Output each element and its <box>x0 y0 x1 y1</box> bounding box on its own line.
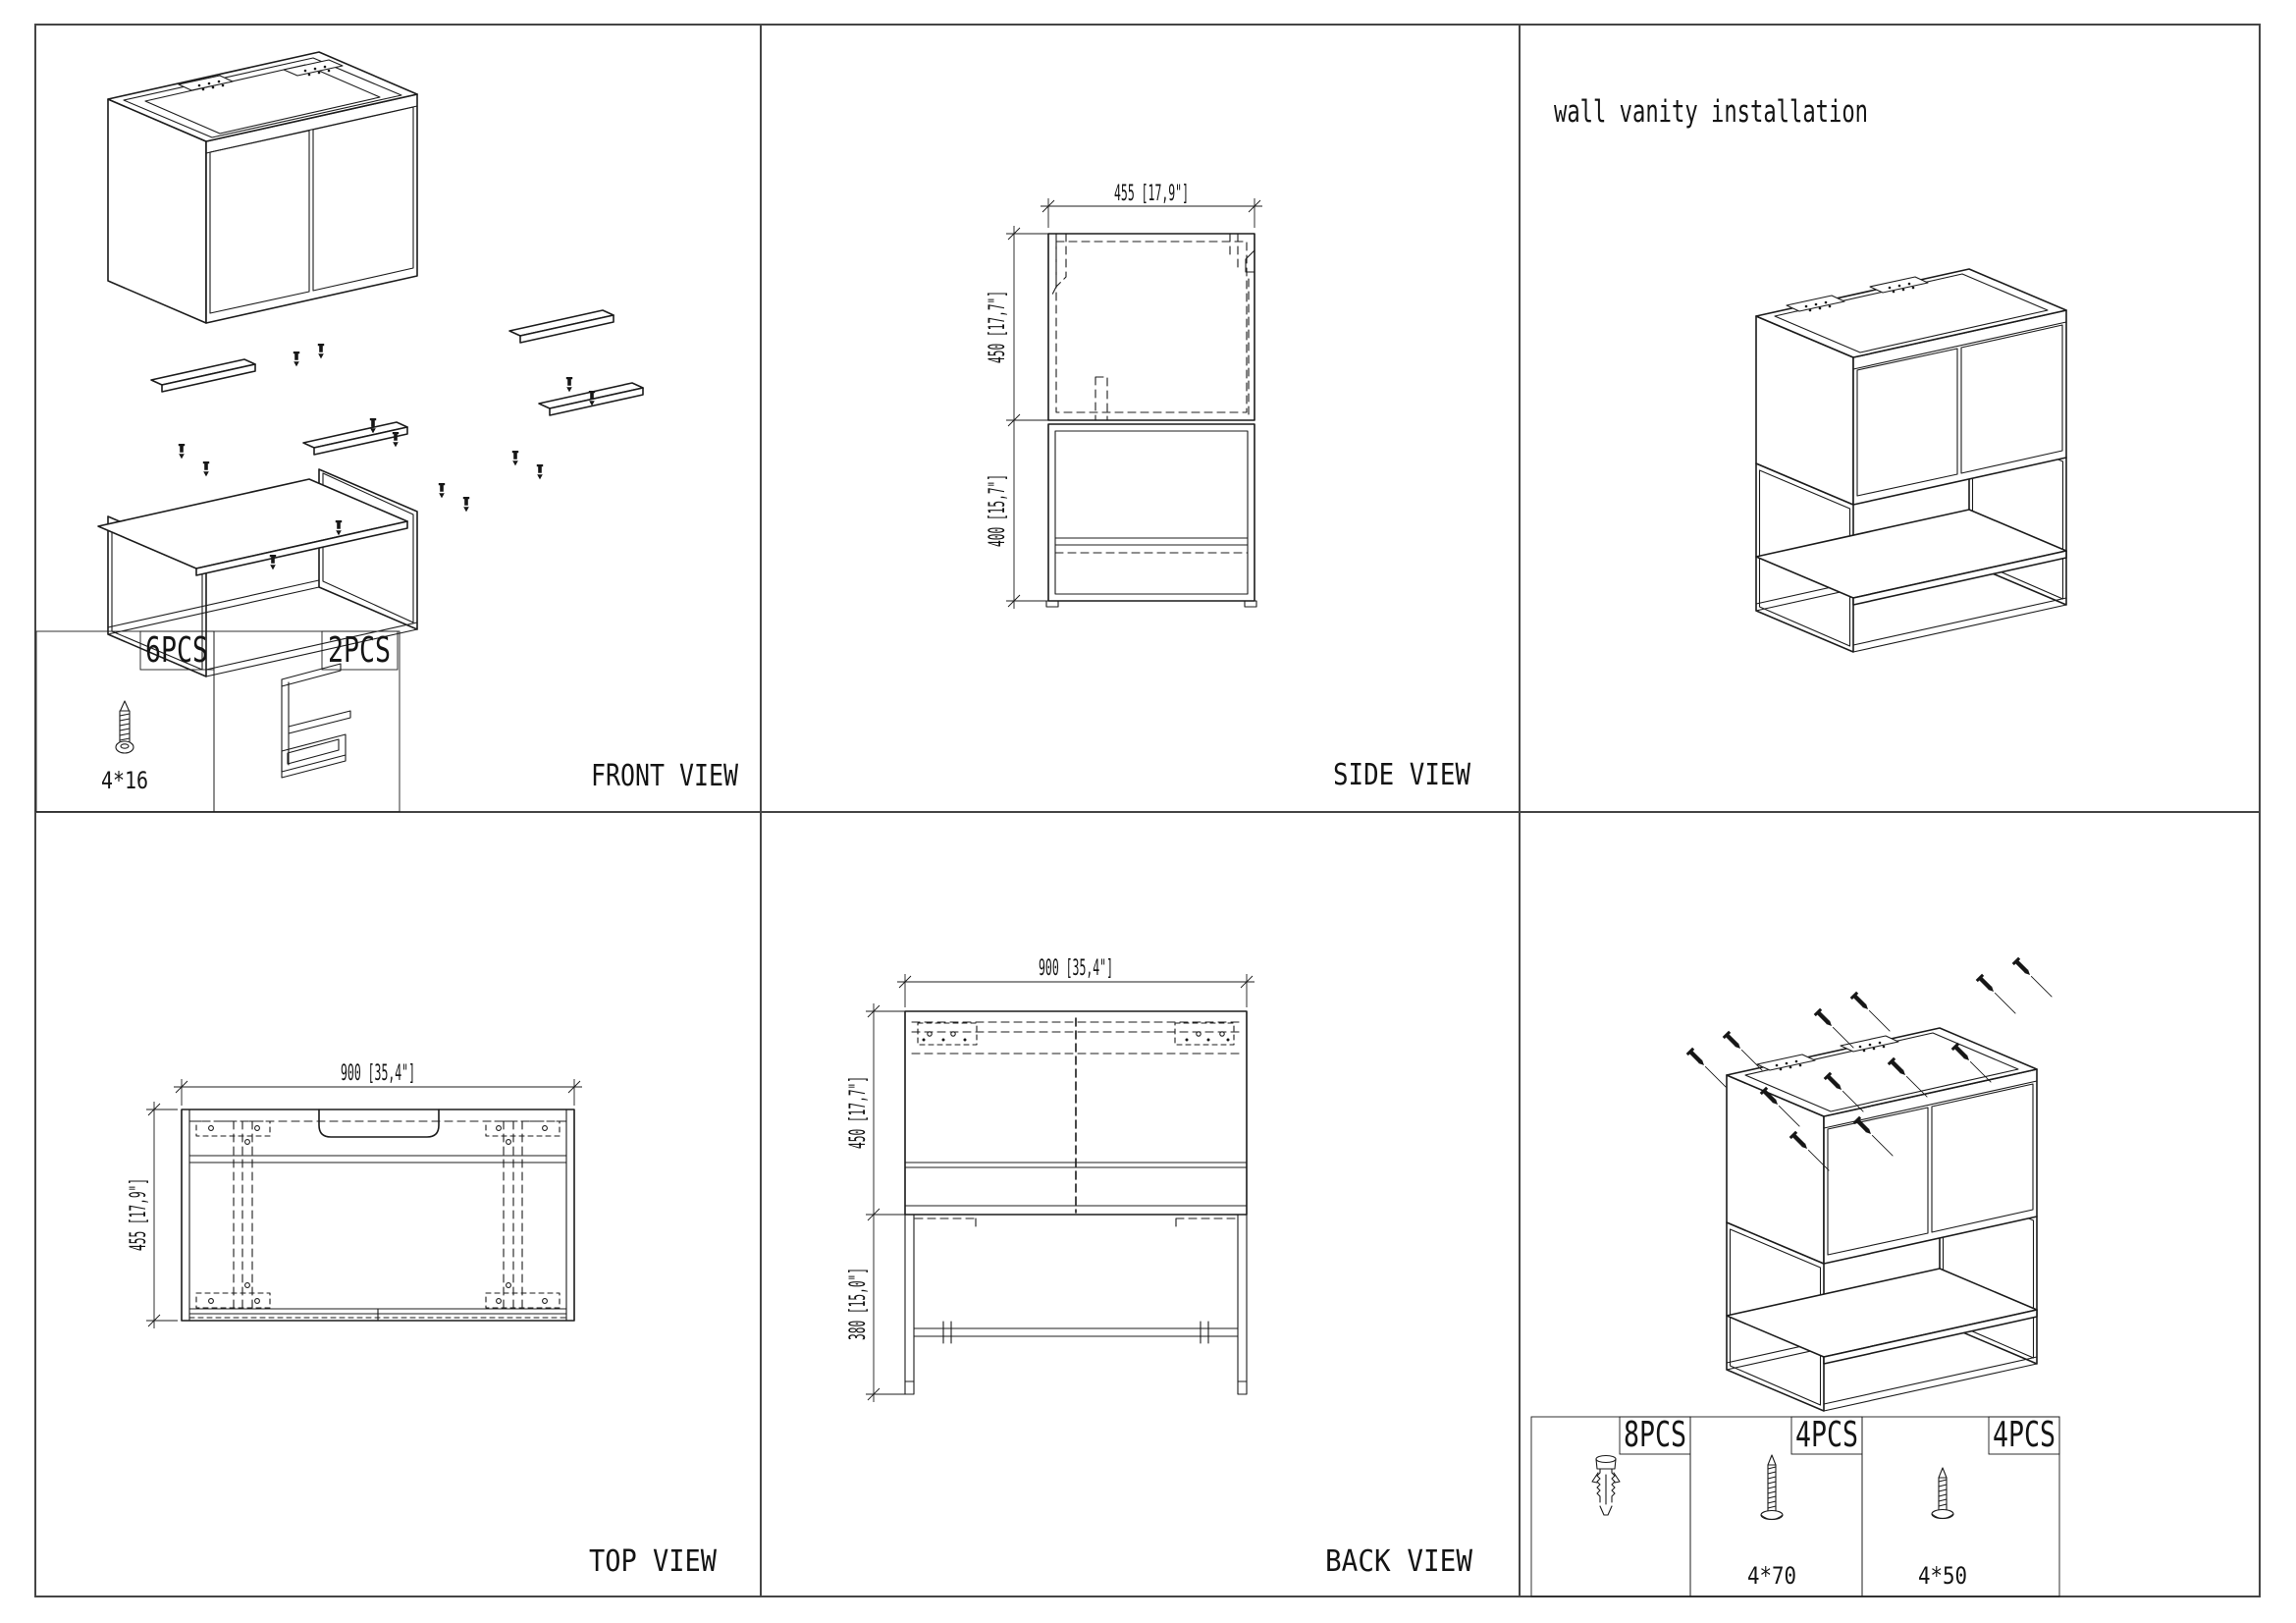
back-view-dimensions: 900 [35,4"] 450 [17,7"] 380 [15,0"] <box>846 956 1255 1402</box>
exploded-vanity-drawing <box>97 51 644 677</box>
installation-title: wall vanity installation <box>1554 94 1868 130</box>
front-hardware-size-1: 4*16 <box>101 767 148 794</box>
side-view-panel: 455 [17,9"] 450 [17,7"] 400 [15,7"] SIDE… <box>986 182 1471 792</box>
front-view-panel: 6PCS 4*16 2PCS FRONT VIEW <box>35 51 739 812</box>
top-view-label: TOP VIEW <box>589 1544 718 1579</box>
top-view-dimensions: 900 [35,4"] 455 [17,9"] <box>127 1061 582 1328</box>
back-view-drawing <box>904 1010 1248 1395</box>
front-hardware-qty-1: 6PCS <box>145 630 208 671</box>
hardware-callout-front: 6PCS 4*16 2PCS <box>35 630 400 812</box>
install-hardware-qty-3: 4PCS <box>1993 1415 2056 1455</box>
sheet-border <box>34 24 2261 1597</box>
back-dim-leg-height: 380 [15,0"] <box>846 1268 871 1340</box>
top-dim-width: 900 [35,4"] <box>341 1061 415 1086</box>
installation-screws-panel: 8PCS 4PCS 4*70 4PCS <box>1530 956 2060 1597</box>
grid-divider-vertical-1 <box>760 24 762 1597</box>
screw-4x50-icon <box>1931 1467 1954 1520</box>
frame-rail-bars <box>150 309 644 456</box>
install-hardware-qty-2: 4PCS <box>1795 1415 1858 1455</box>
install-hardware-size-2: 4*70 <box>1747 1562 1796 1590</box>
mounting-bracket-plates <box>178 59 344 91</box>
wall-anchor-icon <box>1591 1454 1621 1516</box>
install-hardware-qty-1: 8PCS <box>1624 1415 1686 1455</box>
grid-divider-horizontal <box>34 811 2261 813</box>
side-dim-leg-height: 400 [15,7"] <box>986 474 1010 547</box>
assembled-vanity-drawing <box>1726 1027 2038 1412</box>
side-view-drawing <box>1045 233 1257 608</box>
top-dim-depth: 455 [17,9"] <box>127 1178 151 1251</box>
insertion-screw-pins <box>178 344 596 570</box>
back-view-panel: 900 [35,4"] 450 [17,7"] 380 [15,0"] BACK… <box>846 956 1473 1579</box>
cabinet-box <box>107 51 418 324</box>
leg-frame-bracket-icon <box>281 663 351 779</box>
back-view-label: BACK VIEW <box>1325 1544 1473 1579</box>
mounting-bracket-plates <box>1756 1035 1899 1071</box>
screw-4x70-icon <box>1760 1454 1784 1521</box>
mounting-bracket-plates <box>1786 276 1929 312</box>
top-view-drawing <box>181 1109 575 1322</box>
install-hardware-size-3: 4*50 <box>1918 1562 1967 1590</box>
side-dim-cabinet-height: 450 [17,7"] <box>986 291 1010 363</box>
hardware-callout-install: 8PCS 4PCS 4*70 4PCS <box>1530 1415 2060 1597</box>
screw-4x16-icon <box>115 700 134 754</box>
side-view-dimensions: 455 [17,9"] 450 [17,7"] 400 [15,7"] <box>986 182 1262 609</box>
side-dim-depth: 455 [17,9"] <box>1114 182 1189 206</box>
corner-bracket-plates <box>195 1120 561 1309</box>
assembled-vanity-drawing <box>1755 268 2067 653</box>
back-dim-cabinet-height: 450 [17,7"] <box>846 1076 871 1149</box>
top-view-panel: 900 [35,4"] 455 [17,9"] TOP VIEW <box>127 1061 718 1579</box>
front-view-label: FRONT VIEW <box>591 759 739 793</box>
hanging-rail-plates <box>917 1022 1235 1046</box>
side-view-label: SIDE VIEW <box>1333 758 1471 792</box>
installation-screws <box>1685 956 2053 1171</box>
back-dim-width: 900 [35,4"] <box>1039 956 1113 981</box>
grid-divider-vertical-2 <box>1519 24 1521 1597</box>
installation-panel: wall vanity installation <box>1554 94 2067 653</box>
